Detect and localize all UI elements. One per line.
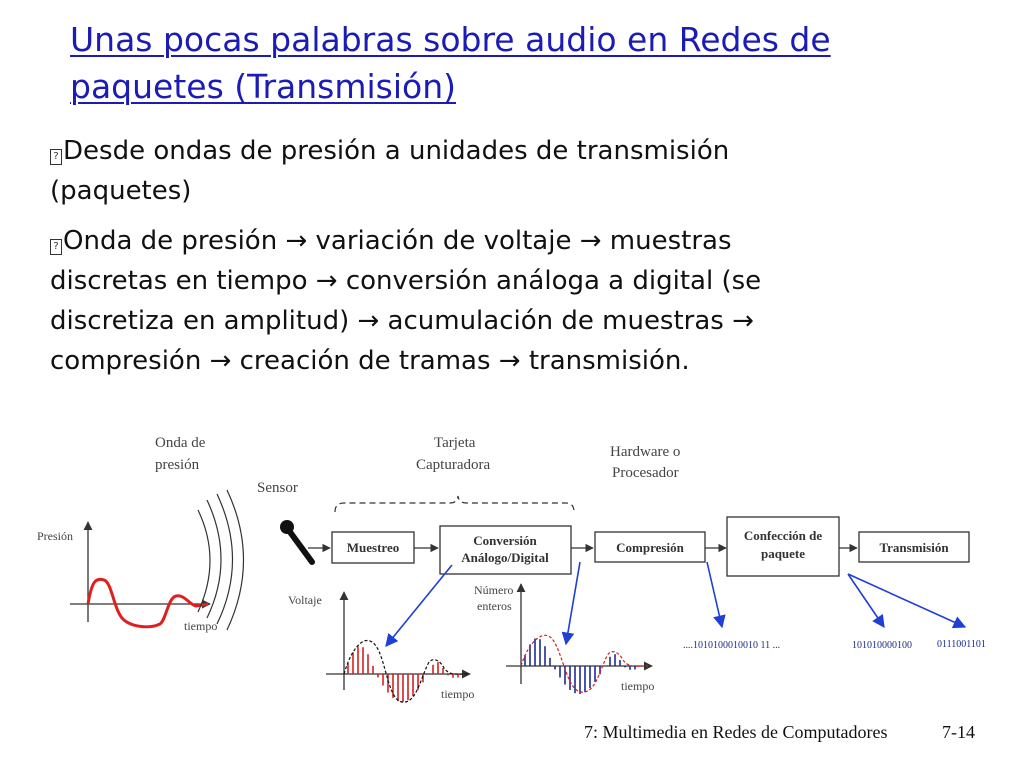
bullet-marker-icon: ?: [50, 239, 62, 255]
integer-sample-lines: [524, 638, 636, 694]
capture-card-label-line-2: Capturadora: [416, 457, 490, 473]
slide-title: Unas pocas palabras sobre audio en Redes…: [70, 16, 970, 110]
bullet-2-line-4: compresión → creación de tramas → transm…: [50, 346, 690, 376]
packet-a-bitstream: 101010000100: [852, 640, 912, 651]
conversion-box-label-line-1: Conversión: [473, 533, 537, 548]
page-number: 7-14: [942, 722, 975, 742]
packet-box: Confección de paquete: [726, 516, 840, 577]
pressure-axis-label: Presión: [37, 529, 73, 543]
footer-course-title: 7: Multimedia en Redes de Computadores: [584, 722, 888, 742]
integers-curve: [520, 634, 649, 693]
bullet-1-line-2: (paquetes): [50, 176, 192, 206]
audio-pipeline-diagram: Onda de presión Sensor Tarjeta Capturado…: [37, 435, 986, 703]
pressure-wave-label-line-2: presión: [155, 457, 200, 473]
microphone-icon: [280, 520, 331, 565]
arrow-to-integer-samples: [561, 561, 581, 646]
bullet-item-1: ?Desde ondas de presión a unidades de tr…: [50, 131, 930, 211]
slide-title-line-2: paquetes (Transmisión): [70, 67, 456, 106]
voltage-axis-label: Voltaje: [288, 593, 322, 607]
pressure-graph: Presión tiempo: [37, 521, 217, 633]
voltage-graph: Voltaje tiempo: [288, 591, 474, 703]
slide-title-line-1: Unas pocas palabras sobre audio en Redes…: [70, 20, 831, 59]
pressure-curve: [86, 577, 209, 629]
packet-b-bitstream: 0111001101: [937, 639, 986, 650]
packet-box-label-line-2: paquete: [761, 546, 805, 561]
bullet-item-2: ?Onda de presión → variación de voltaje …: [50, 221, 930, 381]
arrow-to-packet-b: [847, 573, 967, 629]
transmission-box-label: Transmisión: [879, 540, 949, 555]
conversion-box: Conversión Análogo/Digital: [439, 525, 572, 575]
arrow-to-voltage-samples: [385, 564, 453, 647]
sampling-box-label: Muestreo: [347, 540, 399, 555]
arrow-to-compressed-bits: [706, 561, 726, 629]
voltage-sample-lines: [347, 646, 459, 702]
compression-box: Compresión: [594, 531, 706, 563]
voltage-curve: [343, 640, 469, 703]
packet-box-label-line-1: Confección de: [744, 528, 823, 543]
capture-card-label-line-1: Tarjeta: [434, 435, 476, 451]
hardware-label-line-2: Procesador: [612, 465, 679, 481]
blue-indicator-arrows: [385, 561, 967, 647]
bullet-2-line-3: discretiza en amplitud) → acumulación de…: [50, 306, 754, 336]
capture-card-brace: [334, 495, 575, 513]
hardware-label-line-1: Hardware o: [610, 444, 680, 460]
sampling-box: Muestreo: [331, 531, 415, 564]
transmission-box: Transmisión: [858, 531, 970, 563]
integers-graph: Número enteros tiempo: [474, 583, 654, 694]
conversion-box-label-line-2: Análogo/Digital: [461, 550, 549, 565]
compressed-bitstream: ....1010100010010 11 ...: [683, 640, 780, 651]
integers-time-label: tiempo: [621, 679, 654, 693]
sound-wave-arcs: [197, 489, 245, 631]
arrow-to-packet-a: [847, 573, 885, 629]
bullet-2-line-1: Onda de presión → variación de voltaje →…: [63, 226, 732, 256]
pressure-wave-label-line-1: Onda de: [155, 435, 206, 451]
integers-axis-label-line-2: enteros: [477, 599, 512, 613]
bullet-2-line-2: discretas en tiempo → conversión análoga…: [50, 266, 762, 296]
bullet-1-line-1: Desde ondas de presión a unidades de tra…: [63, 136, 730, 166]
bullet-marker-icon: ?: [50, 149, 62, 165]
voltage-time-label: tiempo: [441, 687, 474, 701]
integers-axis-label-line-1: Número: [474, 583, 513, 597]
sensor-label: Sensor: [257, 480, 298, 496]
pressure-time-label: tiempo: [184, 619, 217, 633]
compression-box-label: Compresión: [616, 540, 684, 555]
